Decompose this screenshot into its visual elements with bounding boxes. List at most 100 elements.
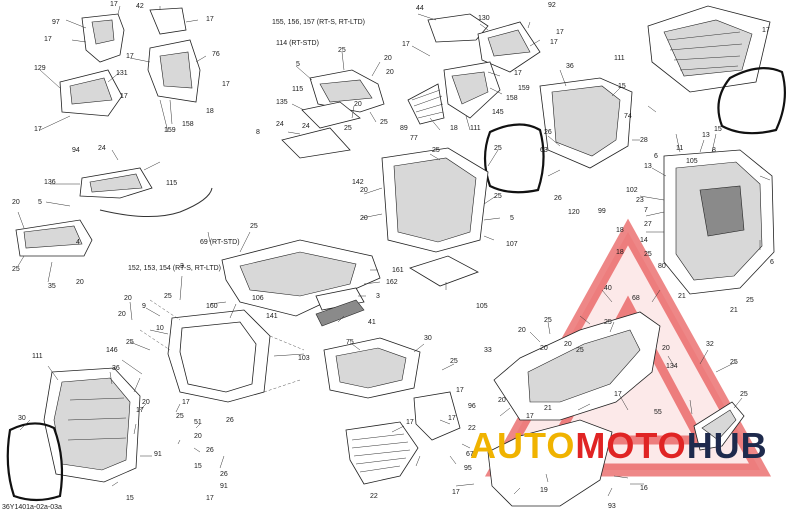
- callout: 20: [564, 341, 572, 348]
- callout: 26: [544, 129, 552, 136]
- callout-labels: 17 42 17 97 17 17 76 17 129 131 17 17 15…: [12, 1, 774, 510]
- callout: 19: [540, 487, 548, 494]
- callout: 26: [226, 417, 234, 424]
- callout: 105: [686, 158, 698, 165]
- callout: 136: [44, 179, 56, 186]
- callout: 26: [554, 195, 562, 202]
- side-case-left-146: [43, 367, 141, 483]
- callout: 17: [136, 407, 144, 414]
- side-reflector-left: [59, 69, 123, 117]
- callout: 25: [126, 339, 134, 346]
- callout: 24: [98, 145, 106, 152]
- lid-latch-assembly: [15, 219, 93, 257]
- callout: 18: [450, 125, 458, 132]
- callout: 25: [544, 317, 552, 324]
- callout: 17: [110, 1, 118, 8]
- callout: 120: [568, 209, 580, 216]
- callout: 115: [292, 86, 303, 93]
- callout: 155, 156, 157 (RT-S, RT-LTD): [272, 19, 365, 26]
- callout: 25: [338, 47, 346, 54]
- strip-106: [315, 299, 365, 327]
- callout: 8: [256, 129, 260, 136]
- callout: 102: [626, 187, 638, 194]
- callout: 16: [640, 485, 648, 492]
- callout: 33: [484, 347, 492, 354]
- callout: 18: [616, 227, 624, 234]
- callout: 111: [614, 55, 625, 62]
- callout: 17: [762, 27, 770, 34]
- callout: 3: [180, 263, 184, 270]
- callout: 24: [276, 121, 284, 128]
- callout: 20: [142, 399, 150, 406]
- side-case-right-80: [663, 149, 775, 295]
- callout: 25: [644, 251, 652, 258]
- callout: 25: [12, 266, 20, 273]
- callout: 17: [406, 419, 414, 426]
- callout: 40: [604, 285, 612, 292]
- center-tray-75: [323, 337, 421, 399]
- callout: 25: [344, 125, 352, 132]
- callout: 25: [176, 413, 184, 420]
- lid-inner-145: [539, 77, 633, 169]
- callout: 17: [34, 126, 42, 133]
- callout: 159: [518, 85, 530, 92]
- callout: 32: [706, 341, 714, 348]
- callout: 25: [576, 347, 584, 354]
- callout: 20: [662, 345, 670, 352]
- callout: 17: [120, 93, 128, 100]
- bracket-96: [413, 391, 461, 441]
- callout: 24: [302, 123, 310, 130]
- callout: 3: [376, 293, 380, 300]
- callout: 15: [618, 83, 626, 90]
- callout: 159: [164, 127, 176, 134]
- callout: 141: [266, 313, 278, 320]
- callout: 30: [18, 415, 26, 422]
- callout: 20: [386, 69, 394, 76]
- callout: 20: [540, 345, 548, 352]
- callout: 20: [384, 55, 392, 62]
- callout: 25: [746, 297, 754, 304]
- callout: 75: [346, 339, 354, 346]
- callout: 20: [354, 101, 362, 108]
- callout: 17: [44, 36, 52, 43]
- callout: 22: [468, 425, 476, 432]
- callout: 13: [644, 163, 652, 170]
- callout: 5: [38, 199, 42, 206]
- callout: 158: [506, 95, 518, 102]
- callout: 74: [624, 113, 632, 120]
- case-seal-111-left: [6, 422, 64, 502]
- callout: 20: [118, 311, 126, 318]
- callout: 80: [658, 263, 666, 270]
- callout: 97: [52, 19, 60, 26]
- callout: 17: [402, 41, 410, 48]
- watermark-part-2: MOTO: [575, 425, 687, 466]
- callout: 51: [194, 419, 202, 426]
- callout: 6: [770, 259, 774, 266]
- callout: 25: [494, 145, 502, 152]
- watermark-part-3: HUB: [686, 425, 768, 466]
- callout: 129: [34, 65, 46, 72]
- callout: 9: [142, 303, 146, 310]
- lower-duct-95: [345, 421, 419, 485]
- callout: 20: [518, 327, 526, 334]
- callout: 25: [432, 147, 440, 154]
- trunk-lid-120: [647, 5, 771, 93]
- callout: 17: [182, 399, 190, 406]
- lid-seal-111-middle: [483, 123, 545, 194]
- callout: 36: [566, 63, 574, 70]
- callout: 28: [640, 137, 648, 144]
- callout: 91: [220, 483, 228, 490]
- callout: 131: [116, 70, 128, 77]
- storage-bin-top-left: [81, 13, 125, 63]
- frame-support-160: [221, 239, 381, 317]
- callout: 134: [666, 363, 678, 370]
- callout: 95: [464, 465, 472, 472]
- callout: 158: [182, 121, 194, 128]
- callout: 17: [222, 81, 230, 88]
- callout: 99: [598, 208, 606, 215]
- callout: 17: [526, 413, 534, 420]
- callout: 17: [206, 16, 214, 23]
- callout: 26: [206, 447, 214, 454]
- callout: 15: [194, 463, 202, 470]
